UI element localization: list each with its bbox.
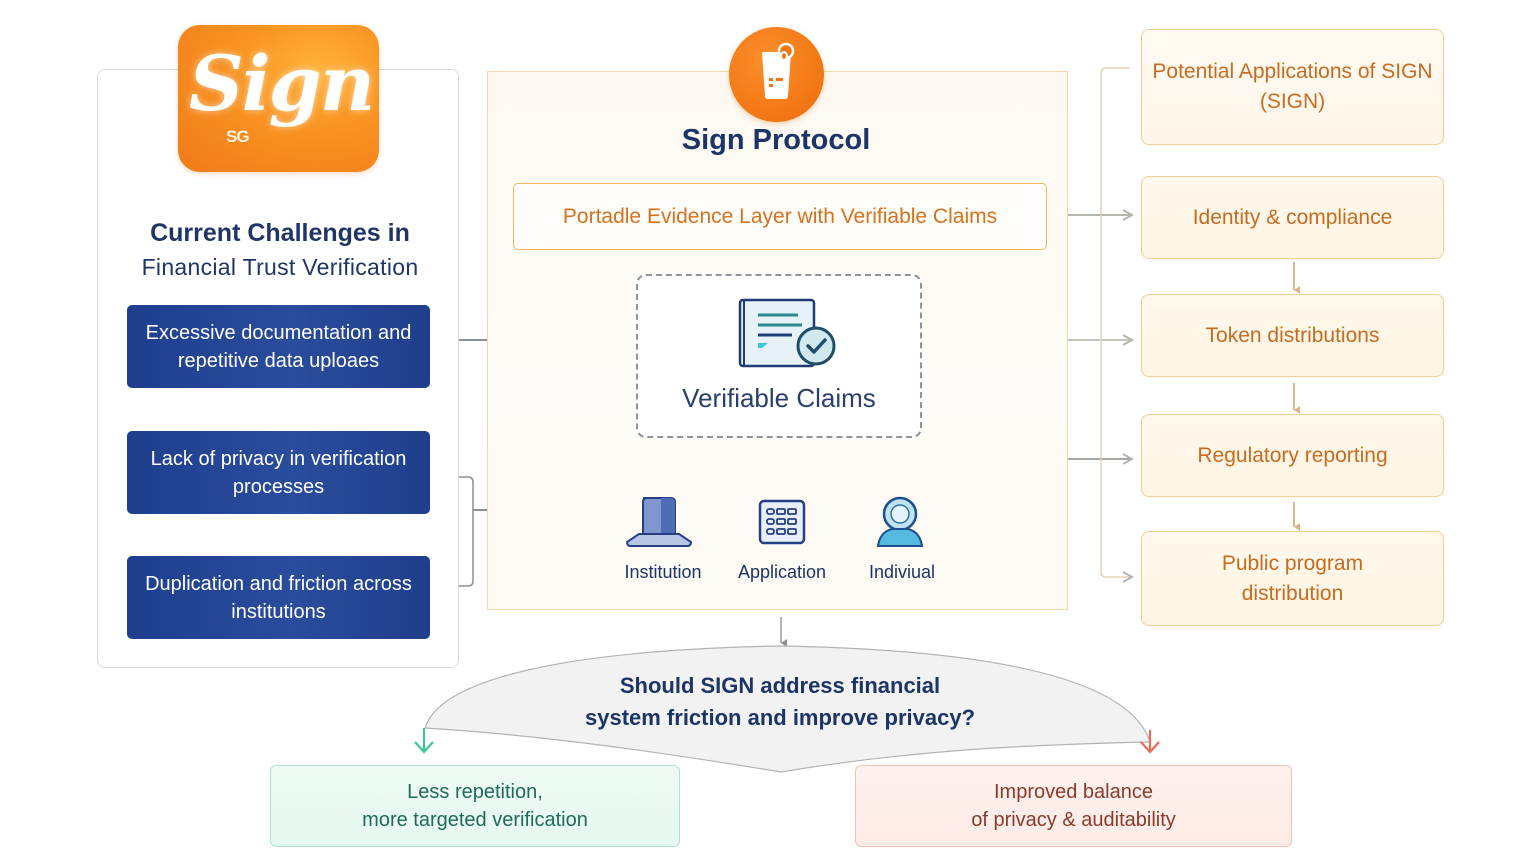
challenge-duplication[interactable]: Duplication and friction across institut… — [127, 556, 430, 639]
app-token-distributions[interactable]: Token distributions — [1141, 294, 1444, 377]
arrow-to-positive-outcome — [414, 728, 434, 754]
verifiable-claims-label: Verifiable Claims — [682, 383, 876, 413]
app-public-program[interactable]: Public program distribution — [1141, 531, 1444, 626]
applications-heading: Potential Applications of SIGN (SIGN) — [1141, 29, 1444, 145]
decision-question: Should SIGN address financial system fri… — [520, 670, 1040, 734]
actor-institution-label: Institution — [624, 562, 702, 582]
outcome-positive-line1: Less repetition, — [407, 781, 543, 803]
actor-application[interactable]: Application — [722, 494, 842, 583]
outcome-balance-line1: Improved balance — [994, 781, 1153, 803]
actor-application-label: Application — [737, 562, 827, 582]
individual-icon — [876, 496, 924, 547]
app-regulatory-reporting[interactable]: Regulatory reporting — [1141, 414, 1444, 497]
evidence-layer-box[interactable]: Portadle Evidence Layer with Verifiable … — [513, 183, 1047, 250]
challenge-documentation[interactable]: Excessive documentation and repetitive d… — [127, 305, 430, 388]
arrow-to-balance-outcome — [1140, 730, 1160, 754]
outcome-privacy-balance[interactable]: Improved balance of privacy & auditabili… — [855, 765, 1292, 847]
protocol-badge — [729, 27, 824, 122]
institution-icon — [625, 497, 693, 547]
sign-logo: Sign SG — [178, 25, 379, 172]
protocol-title: Sign Protocol — [681, 124, 871, 156]
outcome-less-repetition[interactable]: Less repetition, more targeted verificat… — [270, 765, 680, 847]
app-identity-compliance[interactable]: Identity & compliance — [1141, 176, 1444, 259]
actor-individual-label: Indiviual — [868, 562, 936, 582]
verifiable-claims-box[interactable] — [636, 274, 922, 438]
challenges-title-line1: Current Challenges in — [150, 219, 410, 247]
protocol-cup-icon — [762, 42, 795, 99]
question-line1: Should SIGN address financial — [619, 673, 941, 698]
document-check-icon — [738, 298, 836, 368]
actor-individual[interactable]: Indiviual — [842, 494, 962, 583]
outcome-positive-line2: more targeted verification — [362, 809, 588, 831]
logo-subtext: SG — [226, 127, 250, 146]
application-icon — [758, 499, 806, 545]
question-line2: system friction and improve privacy? — [584, 705, 976, 730]
outcome-balance-line2: of privacy & auditability — [971, 809, 1176, 831]
challenge-privacy[interactable]: Lack of privacy in verification processe… — [127, 431, 430, 514]
bracket-right — [1100, 67, 1132, 577]
challenges-title: Current Challenges in Financial Trust Ve… — [100, 216, 460, 284]
actor-institution[interactable]: Institution — [603, 494, 723, 583]
logo-wordmark: Sign — [188, 39, 375, 128]
challenges-title-line2: Financial Trust Verification — [141, 254, 419, 280]
